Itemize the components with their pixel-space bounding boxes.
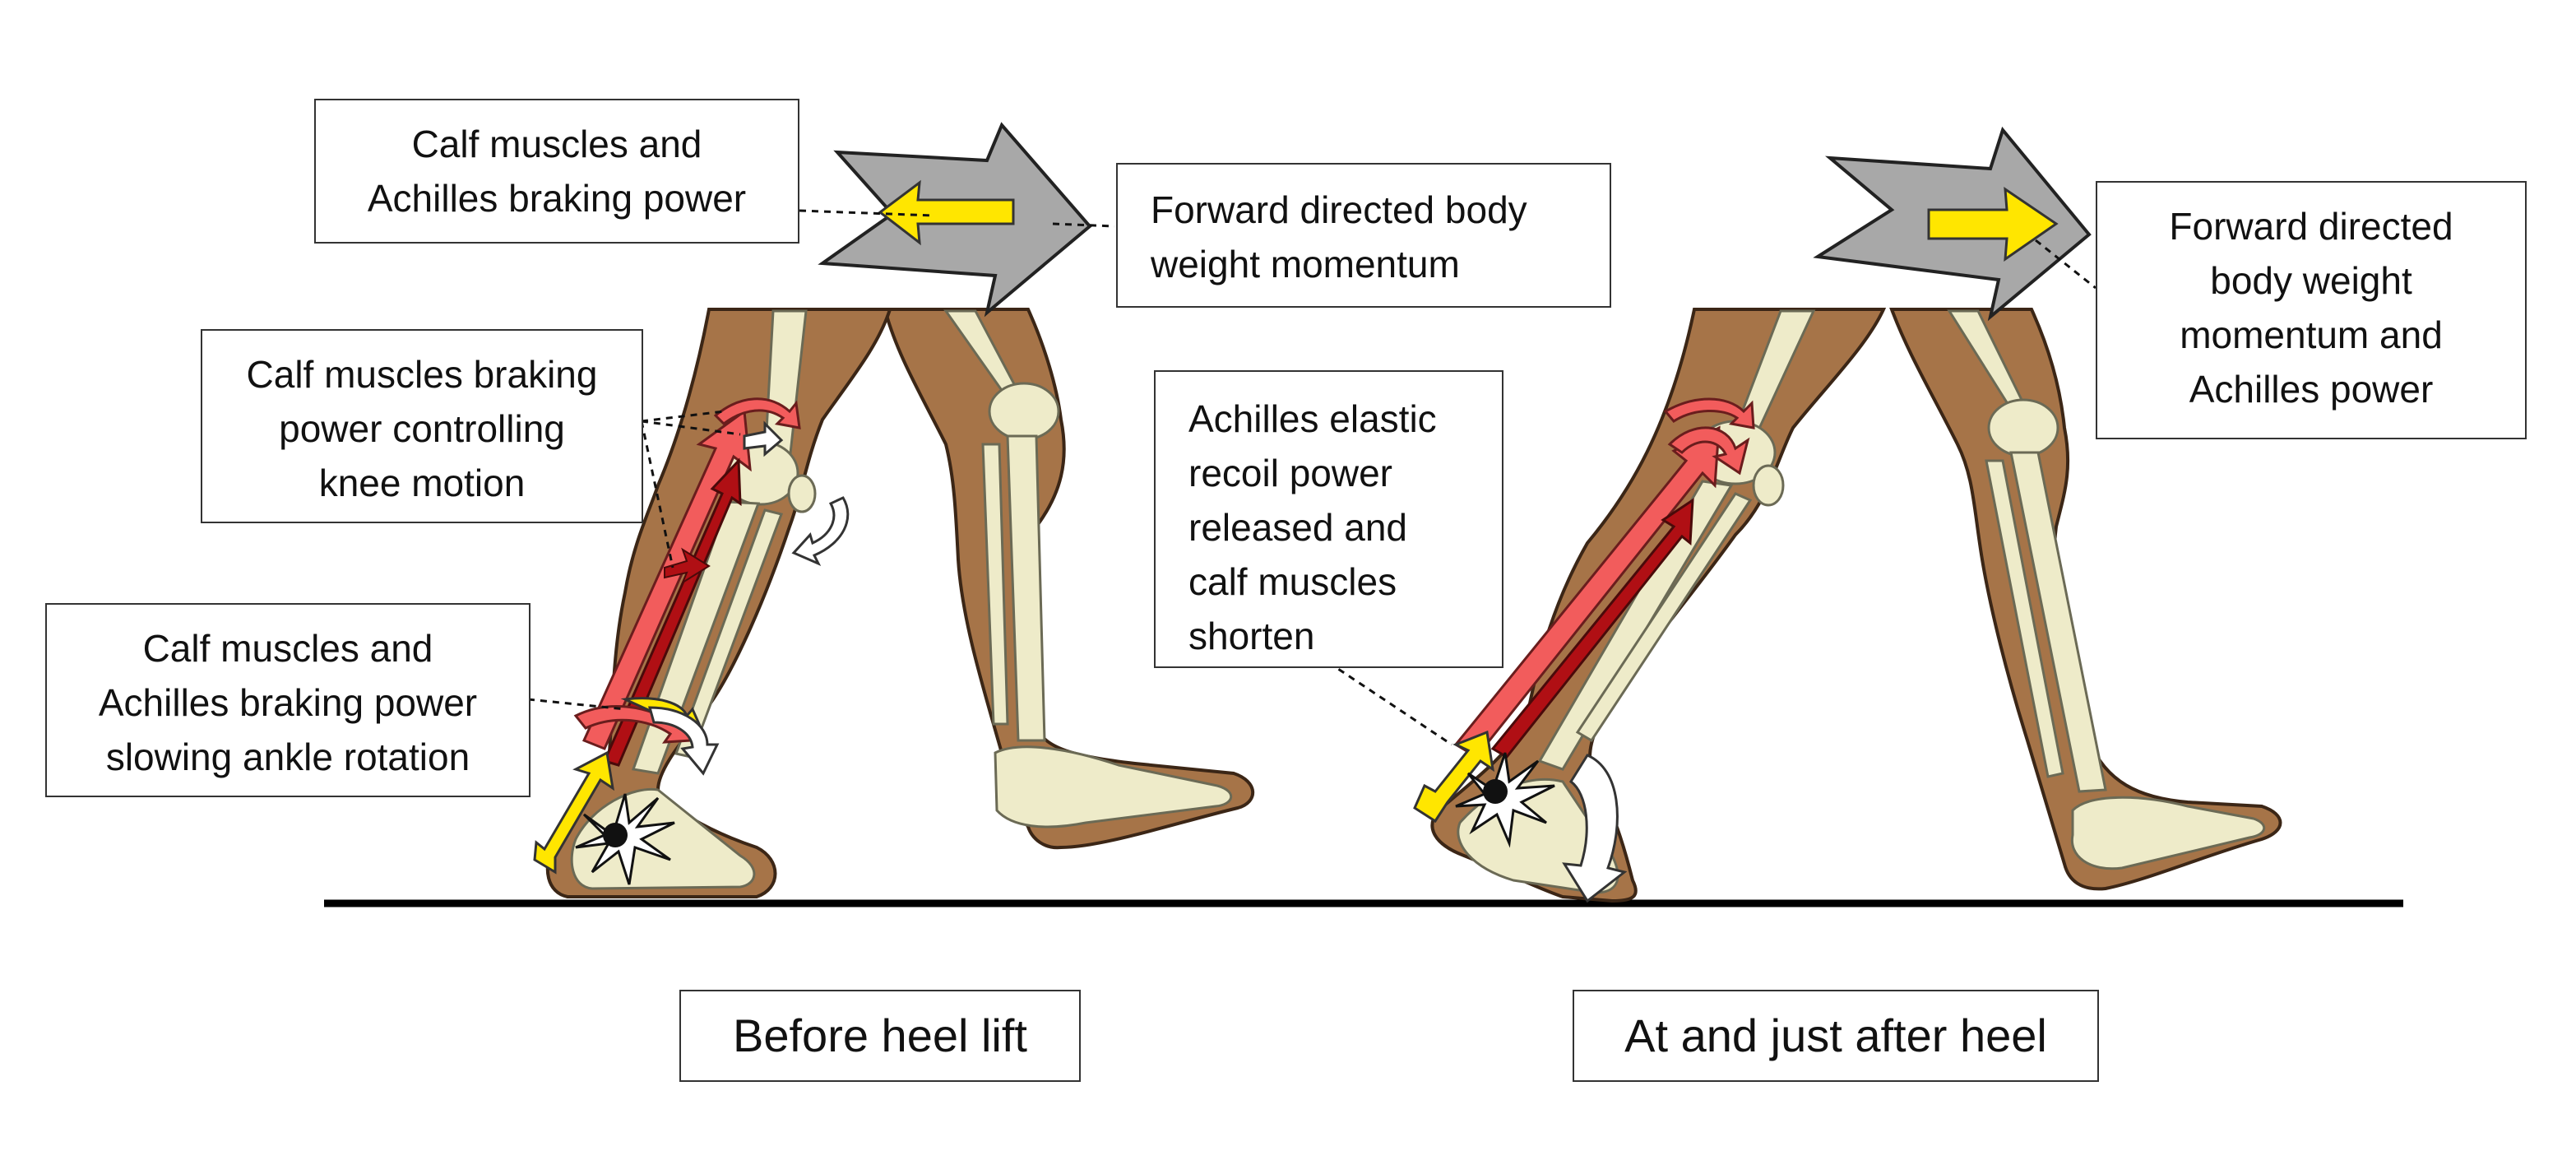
label-braking-power: Calf muscles and Achilles braking power [314, 99, 799, 244]
right-heel-rotation-arrow [1562, 754, 1628, 903]
left-knee-curved-arrow [713, 397, 850, 567]
achilles-power-arrow [1927, 187, 2059, 262]
right-back-leg [1889, 308, 2282, 891]
right-achilles-power-arrow [1413, 730, 1495, 824]
label-elastic-recoil: Achilles elastic recoil power released a… [1154, 370, 1503, 668]
leader-lines [527, 209, 2096, 746]
left-back-leg [883, 308, 1255, 850]
right-momentum-arrow [1813, 126, 2092, 322]
label-forward-momentum: Forward directed body weight momentum [1116, 163, 1611, 308]
label-knee-control: Calf muscles braking power controlling k… [201, 329, 643, 523]
left-front-leg [545, 308, 892, 898]
caption-after-heel: At and just after heel [1573, 990, 2099, 1082]
left-momentum-arrow [818, 122, 1092, 318]
label-forward-momentum-achilles: Forward directed body weight momentum an… [2096, 181, 2527, 439]
right-ankle-pivot-icon [1455, 752, 1555, 848]
right-knee-curved-arrow [1663, 397, 1755, 476]
caption-before-heel-lift: Before heel lift [679, 990, 1081, 1082]
left-ankle-pivot-icon [575, 793, 675, 885]
left-ankle-curved-arrows [573, 697, 720, 776]
label-ankle-slowing: Calf muscles and Achilles braking power … [45, 603, 530, 797]
braking-power-arrow [878, 179, 1015, 246]
left-achilles-power-arrow [533, 750, 615, 875]
